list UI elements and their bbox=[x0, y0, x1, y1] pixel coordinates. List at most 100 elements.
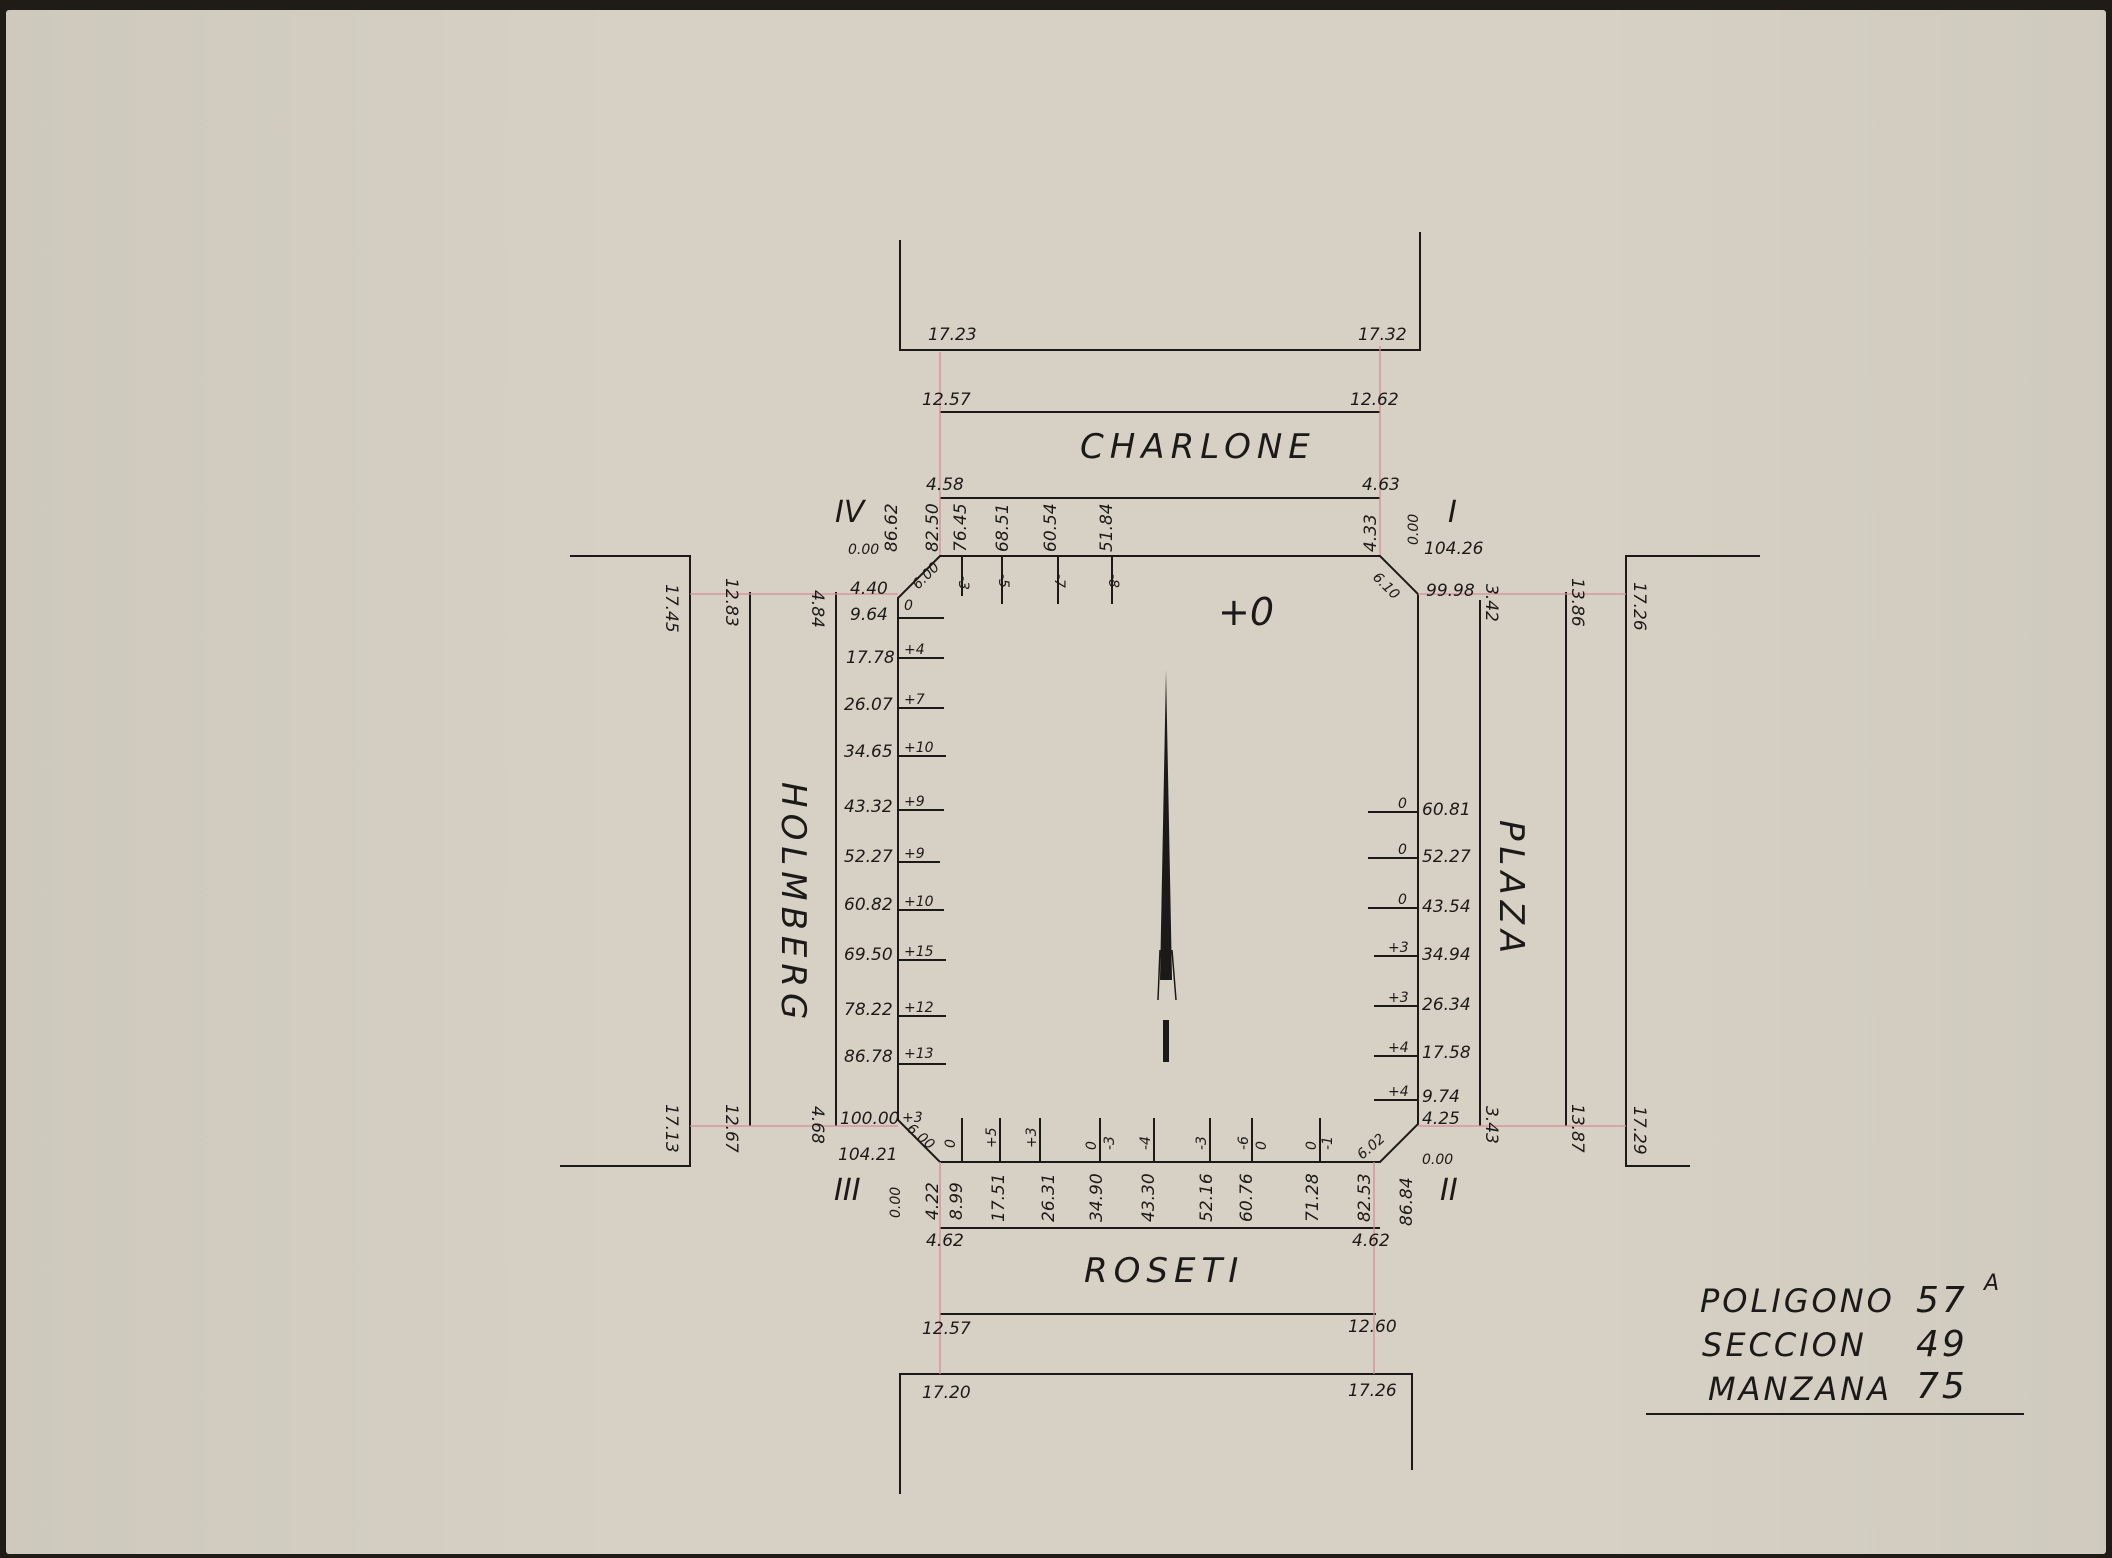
east-level-2: 0 bbox=[1398, 892, 1407, 908]
west-inner-bottom: 4.68 bbox=[807, 1106, 827, 1144]
legend-poligono-label: POLIGONO bbox=[1700, 1282, 1895, 1320]
north-outer-left: 17.23 bbox=[928, 325, 977, 345]
east-distance-4: 34.94 bbox=[1422, 945, 1471, 965]
corner-ii-label: II bbox=[1440, 1173, 1458, 1208]
south-level-10: -1 bbox=[1320, 1136, 1336, 1150]
west-mid-bottom: 12.67 bbox=[721, 1104, 741, 1153]
legend-poligono-suffix: A bbox=[1982, 1271, 2002, 1296]
north-level-0: -3 bbox=[955, 576, 971, 590]
west-distance-1: 9.64 bbox=[850, 605, 888, 625]
east-level-ticks bbox=[1368, 811, 1418, 1101]
south-front-5: 34.90 bbox=[1087, 1173, 1107, 1222]
north-inner-right: 4.63 bbox=[1362, 475, 1400, 495]
west-distance-6: 52.27 bbox=[844, 847, 893, 867]
legend-seccion-value: 49 bbox=[1916, 1324, 1968, 1365]
north-front-values: 86.62 82.50 76.45 68.51 60.54 51.84 4.33… bbox=[882, 503, 1422, 552]
south-outer-left: 17.20 bbox=[922, 1383, 971, 1403]
west-level-4: +9 bbox=[904, 794, 925, 810]
west-corner-total: 104.21 bbox=[838, 1145, 897, 1165]
west-distance-4: 34.65 bbox=[844, 742, 893, 762]
center-level: +0 bbox=[1218, 590, 1274, 634]
south-inner-right: 4.62 bbox=[1352, 1231, 1390, 1251]
east-distance-9: 0.00 bbox=[1422, 1152, 1453, 1168]
west-level-10: +3 bbox=[902, 1110, 923, 1126]
east-distance-0: 99.98 bbox=[1426, 581, 1475, 601]
street-name-holmberg: HOLMBERG bbox=[773, 782, 813, 1025]
west-level-5: +9 bbox=[904, 846, 925, 862]
east-distance-1: 60.81 bbox=[1422, 800, 1471, 820]
west-level-6: +10 bbox=[904, 894, 934, 910]
south-front-9: 71.28 bbox=[1303, 1173, 1323, 1222]
east-outer-bottom: 17.29 bbox=[1629, 1106, 1649, 1155]
east-inner-bottom: 3.43 bbox=[1481, 1106, 1501, 1144]
north-level-3: -8 bbox=[1105, 574, 1121, 588]
south-front-1: 4.22 bbox=[923, 1182, 943, 1220]
south-level-7: -6 bbox=[1236, 1136, 1252, 1150]
west-street-lines bbox=[560, 555, 898, 1167]
north-corner-zero-left: 0.00 bbox=[848, 542, 879, 558]
east-distance-6: 17.58 bbox=[1422, 1043, 1471, 1063]
east-distance-8: 4.25 bbox=[1422, 1109, 1460, 1129]
south-level-6: -3 bbox=[1194, 1136, 1210, 1150]
south-front-4: 26.31 bbox=[1039, 1173, 1059, 1222]
north-corner-total: 104.26 bbox=[1424, 539, 1484, 559]
south-chamfer-left: 6.00 bbox=[903, 1121, 937, 1153]
east-distance-5: 26.34 bbox=[1422, 995, 1471, 1015]
south-outer-right: 17.26 bbox=[1348, 1381, 1397, 1401]
legend-poligono-value: 57 bbox=[1916, 1280, 1968, 1321]
south-level-5: -4 bbox=[1138, 1136, 1154, 1150]
north-mid-right: 12.62 bbox=[1350, 390, 1399, 410]
north-outer-right: 17.32 bbox=[1358, 325, 1407, 345]
west-distance-7: 60.82 bbox=[844, 895, 893, 915]
west-distance-11: 100.00 bbox=[840, 1109, 899, 1129]
east-distances: 99.98 60.81 52.27 43.54 34.94 26.34 17.5… bbox=[1422, 581, 1475, 1168]
north-mid-left: 12.57 bbox=[922, 390, 971, 410]
legend-manzana-label: MANZANA bbox=[1708, 1370, 1892, 1408]
south-inner-left: 4.62 bbox=[926, 1231, 964, 1251]
west-level-0: 0 bbox=[904, 598, 913, 614]
block-outline bbox=[897, 555, 1419, 1163]
north-level-2: -7 bbox=[1051, 574, 1067, 588]
south-front-10: 82.53 bbox=[1355, 1173, 1375, 1222]
south-level-9: 0 bbox=[1304, 1141, 1320, 1150]
west-mid-top: 12.83 bbox=[721, 578, 741, 627]
south-level-ticks bbox=[961, 1118, 1321, 1162]
west-distance-3: 26.07 bbox=[844, 695, 893, 715]
south-front-3: 17.51 bbox=[989, 1173, 1009, 1222]
north-front-3: 68.51 bbox=[993, 503, 1013, 552]
west-distances: 4.40 9.64 17.78 26.07 34.65 43.32 52.27 … bbox=[838, 579, 899, 1165]
north-chamfer-left: 6.00 bbox=[910, 559, 943, 592]
south-front-11: 86.84 bbox=[1397, 1177, 1417, 1226]
south-front-0: 0.00 bbox=[888, 1187, 904, 1218]
west-outer-bottom: 17.13 bbox=[661, 1104, 681, 1153]
east-level-1: 0 bbox=[1398, 842, 1407, 858]
south-level-3: 0 bbox=[1084, 1141, 1100, 1150]
north-front-right: 4.33 bbox=[1361, 514, 1381, 552]
east-level-4: +3 bbox=[1388, 990, 1409, 1006]
north-front-2: 76.45 bbox=[951, 503, 971, 552]
street-name-roseti: ROSETI bbox=[1084, 1251, 1244, 1291]
west-level-3: +10 bbox=[904, 740, 934, 756]
south-front-values: 0.00 4.22 8.99 17.51 26.31 34.90 43.30 5… bbox=[888, 1173, 1417, 1226]
west-level-7: +15 bbox=[904, 944, 934, 960]
corner-iii-label: III bbox=[834, 1173, 861, 1208]
legend-manzana-value: 75 bbox=[1916, 1366, 1968, 1407]
west-distance-0: 4.40 bbox=[850, 579, 888, 599]
west-outer-top: 17.45 bbox=[661, 584, 681, 633]
corner-i-label: I bbox=[1448, 495, 1457, 530]
north-arrow-icon bbox=[1157, 670, 1177, 1062]
corner-iv-label: IV bbox=[835, 495, 867, 530]
west-distance-5: 43.32 bbox=[844, 797, 893, 817]
north-level-1: -5 bbox=[995, 574, 1011, 588]
south-street-lines bbox=[899, 1162, 1413, 1494]
north-front-0: 86.62 bbox=[882, 503, 902, 552]
north-street-lines bbox=[899, 232, 1421, 555]
west-distance-2: 17.78 bbox=[846, 648, 895, 668]
south-level-2: +3 bbox=[1024, 1127, 1040, 1148]
north-front-5: 51.84 bbox=[1097, 503, 1117, 552]
west-level-8: +12 bbox=[904, 1000, 934, 1016]
north-level-ticks bbox=[961, 556, 1113, 604]
street-name-charlone: CHARLONE bbox=[1080, 427, 1316, 467]
south-front-2: 8.99 bbox=[947, 1182, 967, 1220]
